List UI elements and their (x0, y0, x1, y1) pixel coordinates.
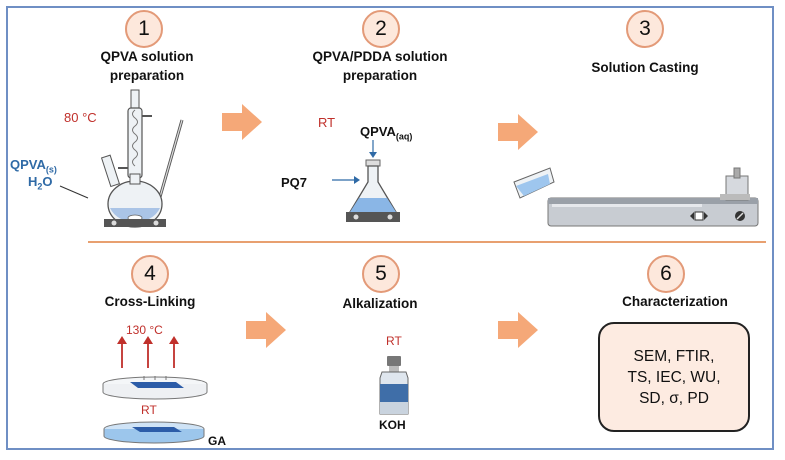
s5-room-temp: RT (386, 334, 402, 348)
step-4-title: Cross-Linking (104, 294, 196, 309)
flow-arrow-2-3 (498, 114, 538, 150)
diagram-frame (6, 6, 774, 450)
characterization-list: SEM, FTIR, TS, IEC, WU, SD, σ, PD (627, 347, 721, 407)
petri-dish-ga-icon (103, 421, 205, 444)
casting-machine-icon (547, 167, 759, 227)
s1-reagent: QPVA(s) (10, 157, 57, 175)
flow-arrow-1-2 (222, 104, 262, 140)
pouring-flask-icon (513, 167, 555, 199)
heat-arrows-icon (117, 336, 179, 368)
characterization-box: SEM, FTIR, TS, IEC, WU, SD, σ, PD (598, 322, 750, 432)
s2-reagent: QPVA(aq) (360, 124, 413, 142)
row-divider (88, 241, 766, 243)
conical-flask-icon (332, 140, 400, 222)
step-5-badge: 5 (362, 255, 400, 293)
flow-arrow-4-5 (246, 312, 286, 348)
s5-koh: KOH (379, 418, 406, 432)
s4-ga: GA (208, 434, 226, 448)
step-3-title: Solution Casting (591, 60, 699, 75)
s1-water: H2O (28, 174, 53, 192)
koh-bottle-icon (379, 356, 409, 415)
step-6-title: Characterization (622, 294, 728, 309)
flow-arrow-5-6 (498, 312, 538, 348)
step-1-badge: 1 (125, 10, 163, 48)
s4-temperature: 130 °C (126, 323, 163, 337)
step-4-badge: 4 (131, 255, 169, 293)
petri-dish-dry-icon (102, 376, 208, 400)
reflux-flask-setup-icon (59, 89, 184, 228)
step-2-title: QPVA/PDDA solution preparation (312, 49, 448, 83)
s1-temperature: 80 °C (64, 110, 97, 125)
s2-room-temp: RT (318, 115, 336, 130)
step-6-badge: 6 (647, 255, 685, 293)
s2-pq7: PQ7 (281, 175, 308, 190)
step-2-badge: 2 (362, 10, 400, 48)
s4-room-temp: RT (141, 403, 157, 417)
step-1-title: QPVA solution preparation (100, 49, 194, 83)
step-3-badge: 3 (626, 10, 664, 48)
step-5-title: Alkalization (342, 296, 418, 311)
